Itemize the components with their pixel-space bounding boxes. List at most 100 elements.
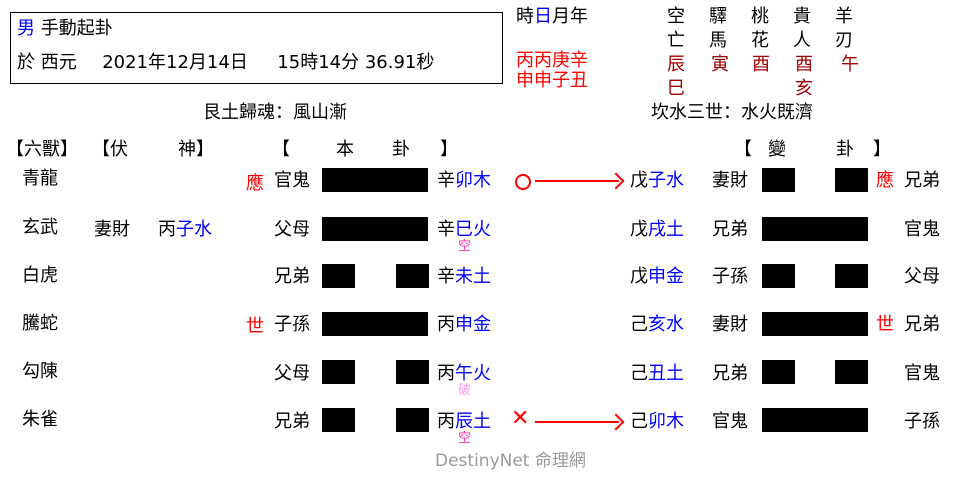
changed-relation: 官鬼: [712, 411, 748, 432]
changed-right-relation: 子孫: [904, 411, 940, 432]
changed-najia: 己亥水: [630, 314, 684, 335]
header-six-beasts: 【六獸】: [6, 139, 78, 160]
pillar-labels: 時日月年: [516, 8, 588, 26]
yang-line: [322, 168, 428, 192]
six-beast: 白虎: [22, 265, 58, 286]
yang-line: [762, 408, 868, 432]
pillar-label-month: 月: [552, 6, 570, 27]
shensha-yangren-value: 午: [841, 54, 859, 75]
shensha-kongwang-top: 空: [667, 6, 685, 27]
date-prefix: 於 西元: [17, 52, 77, 73]
changed-right-relation: 兄弟: [904, 314, 940, 335]
pillar-stems: 丙丙庚辛: [516, 50, 588, 71]
pillar-label-day: 日: [534, 6, 552, 27]
hidden-relation: 妻財: [94, 219, 130, 240]
pillar-label-hour: 時: [516, 6, 534, 27]
changed-najia: 戊申金: [630, 266, 684, 287]
yin-line-right: [835, 360, 868, 384]
change-arrow-icon: [535, 180, 619, 182]
changed-najia: 己丑土: [630, 363, 684, 384]
relation: 子孫: [274, 314, 310, 335]
changed-najia: 己卯木: [630, 411, 684, 432]
changed-right-relation: 父母: [904, 266, 940, 287]
yang-line: [322, 312, 428, 336]
yin-line-left: [762, 264, 795, 288]
arrow-head-icon: [607, 172, 625, 190]
changed-relation: 兄弟: [712, 363, 748, 384]
shensha-taohua-value: 酉: [752, 54, 770, 75]
changed-relation: 妻財: [712, 170, 748, 191]
divination-method-line: 男 手動起卦: [17, 20, 113, 38]
hidden-najia: 丙子水: [158, 219, 212, 240]
header-hidden-open: 【伏: [92, 139, 128, 160]
shensha-taohua-top: 桃: [751, 6, 769, 27]
changed-relation: 子孫: [712, 266, 748, 287]
yin-line-right: [835, 264, 868, 288]
yin-line-right: [396, 408, 429, 432]
najia: 丙午火: [437, 363, 491, 384]
yin-line-right: [396, 360, 429, 384]
shensha-kongwang-bottom: 亡: [667, 30, 685, 51]
yin-line-left: [762, 168, 795, 192]
void-note: 空: [458, 431, 472, 446]
method: 手動起卦: [40, 18, 113, 39]
world-marker: 世: [246, 316, 264, 337]
changed-relation: 兄弟: [712, 219, 748, 240]
six-beast: 青龍: [22, 168, 58, 189]
changed-responder-marker: 應: [876, 170, 894, 191]
yin-line-right: [835, 168, 868, 192]
six-beast: 朱雀: [22, 409, 58, 430]
change-arrow-icon: [535, 421, 619, 423]
yang-line: [322, 217, 428, 241]
relation: 父母: [274, 219, 310, 240]
shensha-kongwang-value: 巳: [667, 78, 685, 99]
relation: 兄弟: [274, 266, 310, 287]
info-box: [10, 12, 503, 84]
changed-right-relation: 兄弟: [904, 170, 940, 191]
shensha-guiren-top: 貴: [793, 6, 811, 27]
time: 15時14分 36.91秒: [277, 52, 435, 73]
header-changed-mid1: 變: [768, 139, 786, 160]
header-changed-close: 】: [873, 139, 891, 160]
header-changed-open: 【: [734, 139, 752, 160]
date: 2021年12月14日: [102, 52, 248, 73]
watermark: DestinyNet 命理網: [435, 451, 586, 471]
najia: 辛未土: [437, 266, 491, 287]
shensha-yima-top: 驛: [709, 6, 727, 27]
changed-najia: 戊子水: [630, 170, 684, 191]
header-base-open: 【: [272, 139, 290, 160]
header-base-close: 】: [440, 139, 458, 160]
relation: 官鬼: [274, 170, 310, 191]
najia: 辛巳火: [437, 219, 491, 240]
void-note: 空: [458, 239, 472, 254]
changed-relation: 妻財: [712, 314, 748, 335]
yin-line-right: [396, 264, 429, 288]
moving-yang-circle-icon: [515, 174, 531, 190]
relation: 父母: [274, 363, 310, 384]
yin-line-left: [322, 264, 355, 288]
header-base-mid2: 卦: [392, 139, 410, 160]
responder-marker: 應: [246, 173, 264, 194]
changed-najia: 戊戌土: [630, 219, 684, 240]
shensha-guiren-value: 酉: [795, 54, 813, 75]
changed-right-relation: 官鬼: [904, 219, 940, 240]
six-beast: 玄武: [22, 217, 58, 238]
yin-line-left: [322, 408, 355, 432]
break-note: 破: [458, 383, 472, 398]
datetime-line: 於 西元 2021年12月14日 15時14分 36.91秒: [17, 54, 434, 72]
shensha-yangren-bottom: 刃: [835, 30, 853, 51]
relation: 兄弟: [274, 411, 310, 432]
base-hexagram-title: 艮土歸魂：風山漸: [203, 102, 347, 123]
yin-line-left: [322, 360, 355, 384]
header-base-mid1: 本: [336, 139, 354, 160]
pillar-label-year: 年: [570, 6, 588, 27]
changed-right-relation: 官鬼: [904, 363, 940, 384]
pillar-branches: 申申子丑: [516, 70, 588, 91]
najia: 丙申金: [437, 314, 491, 335]
header-changed-mid2: 卦: [836, 139, 854, 160]
shensha-yangren-top: 羊: [835, 6, 853, 27]
yin-line-left: [762, 360, 795, 384]
moving-yin-x-icon: ✕: [511, 406, 530, 431]
shensha-kongwang-value: 辰: [667, 54, 685, 75]
najia: 丙辰土: [437, 411, 491, 432]
